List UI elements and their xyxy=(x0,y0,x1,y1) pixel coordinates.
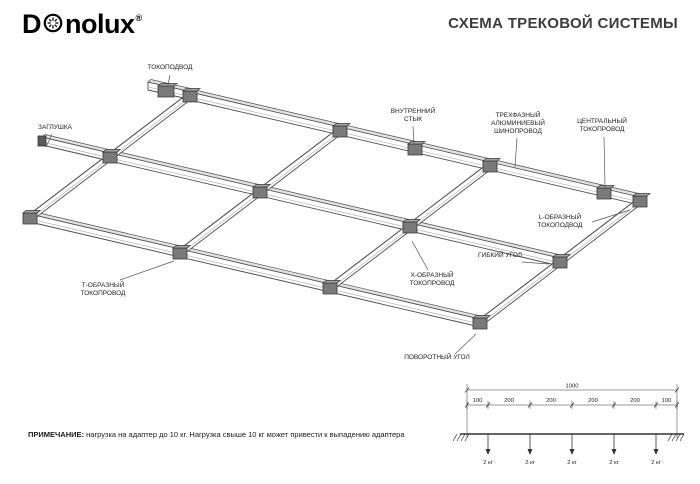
dimension-line xyxy=(675,433,681,442)
dimension-line xyxy=(460,433,466,442)
callout-pointer xyxy=(591,209,631,223)
callout-pointer xyxy=(603,136,606,189)
callout-pointer xyxy=(119,260,175,281)
dimension-line xyxy=(452,433,458,442)
dimension-tick xyxy=(674,402,680,408)
track-connector xyxy=(402,219,421,234)
callout-pointer xyxy=(412,125,415,145)
track-connector xyxy=(22,210,41,225)
dimension-tick xyxy=(569,402,575,408)
note: ПРИМЕЧАНИЕ: нагрузка на адаптер до 10 кг… xyxy=(28,430,405,439)
callout-pointer xyxy=(521,261,550,265)
track-connector xyxy=(472,315,491,330)
dimension-line xyxy=(671,433,677,442)
callout-pointer xyxy=(411,240,429,271)
dimension-tick xyxy=(485,402,491,408)
track-connector xyxy=(252,184,271,199)
dimension-line xyxy=(667,433,673,442)
segment-dimension-label: 200 xyxy=(588,398,598,404)
segment-dimension-label: 200 xyxy=(630,398,640,404)
registered-mark: ® xyxy=(135,13,143,23)
segment-dimension-label: 200 xyxy=(546,398,556,404)
dimension-line xyxy=(464,433,470,442)
segment-dimension-label: 200 xyxy=(504,398,514,404)
track-connector xyxy=(157,83,178,98)
track-connector xyxy=(332,123,351,138)
dimension-tick xyxy=(527,402,533,408)
dimension-tick xyxy=(611,402,617,408)
callout-pointer xyxy=(454,333,477,355)
track-connector xyxy=(632,193,651,208)
dimension-tick xyxy=(674,387,680,393)
page-title: СХЕМА ТРЕКОВОЙ СИСТЕМЫ xyxy=(448,15,678,32)
load-weight-label: 2 кг xyxy=(609,460,619,466)
load-weight-label: 2 кг xyxy=(567,460,577,466)
note-text: нагрузка на адаптер до 10 кг. Нагрузка с… xyxy=(86,430,405,439)
track-connector xyxy=(172,245,191,260)
load-arrow xyxy=(569,449,575,455)
load-arrow xyxy=(527,449,533,455)
segment-dimension-label: 100 xyxy=(473,398,483,404)
dimension-line xyxy=(679,433,685,442)
total-dimension-label: 1000 xyxy=(566,384,579,390)
callout-pointer xyxy=(45,133,53,148)
load-weight-label: 2 кг xyxy=(483,460,493,466)
load-arrow xyxy=(653,449,659,455)
note-prefix: ПРИМЕЧАНИЕ: xyxy=(28,430,85,439)
callout-pointer xyxy=(514,137,518,168)
load-weight-label: 2 кг xyxy=(651,460,661,466)
end-cap xyxy=(37,135,47,147)
dimension-line xyxy=(456,433,462,442)
load-diagram: 1000 100 200 200 200 200 100 2 кг 2 кг 2 кг 2 кг 2 … xyxy=(452,384,685,466)
callout-pointer xyxy=(167,74,171,86)
track-connector xyxy=(322,280,341,295)
segment-dimension-label: 100 xyxy=(662,398,672,404)
dimension-tick xyxy=(653,402,659,408)
track-connector xyxy=(407,141,426,156)
track-connector xyxy=(182,88,201,103)
dimension-tick xyxy=(464,402,470,408)
load-weight-label: 2 кг xyxy=(525,460,535,466)
logo-text-d: D xyxy=(22,9,42,39)
track-rail xyxy=(41,134,114,162)
track-connector xyxy=(552,254,571,269)
dimension-tick xyxy=(464,387,470,393)
track-connector xyxy=(596,185,615,200)
load-arrow xyxy=(611,449,617,455)
track-connector xyxy=(482,158,501,173)
brand-logo: D nolux ® xyxy=(22,8,142,41)
load-arrow xyxy=(485,449,491,455)
logo-o-icon xyxy=(42,10,64,41)
logo-text-nolux: nolux xyxy=(65,9,135,39)
track-connector xyxy=(102,149,121,164)
